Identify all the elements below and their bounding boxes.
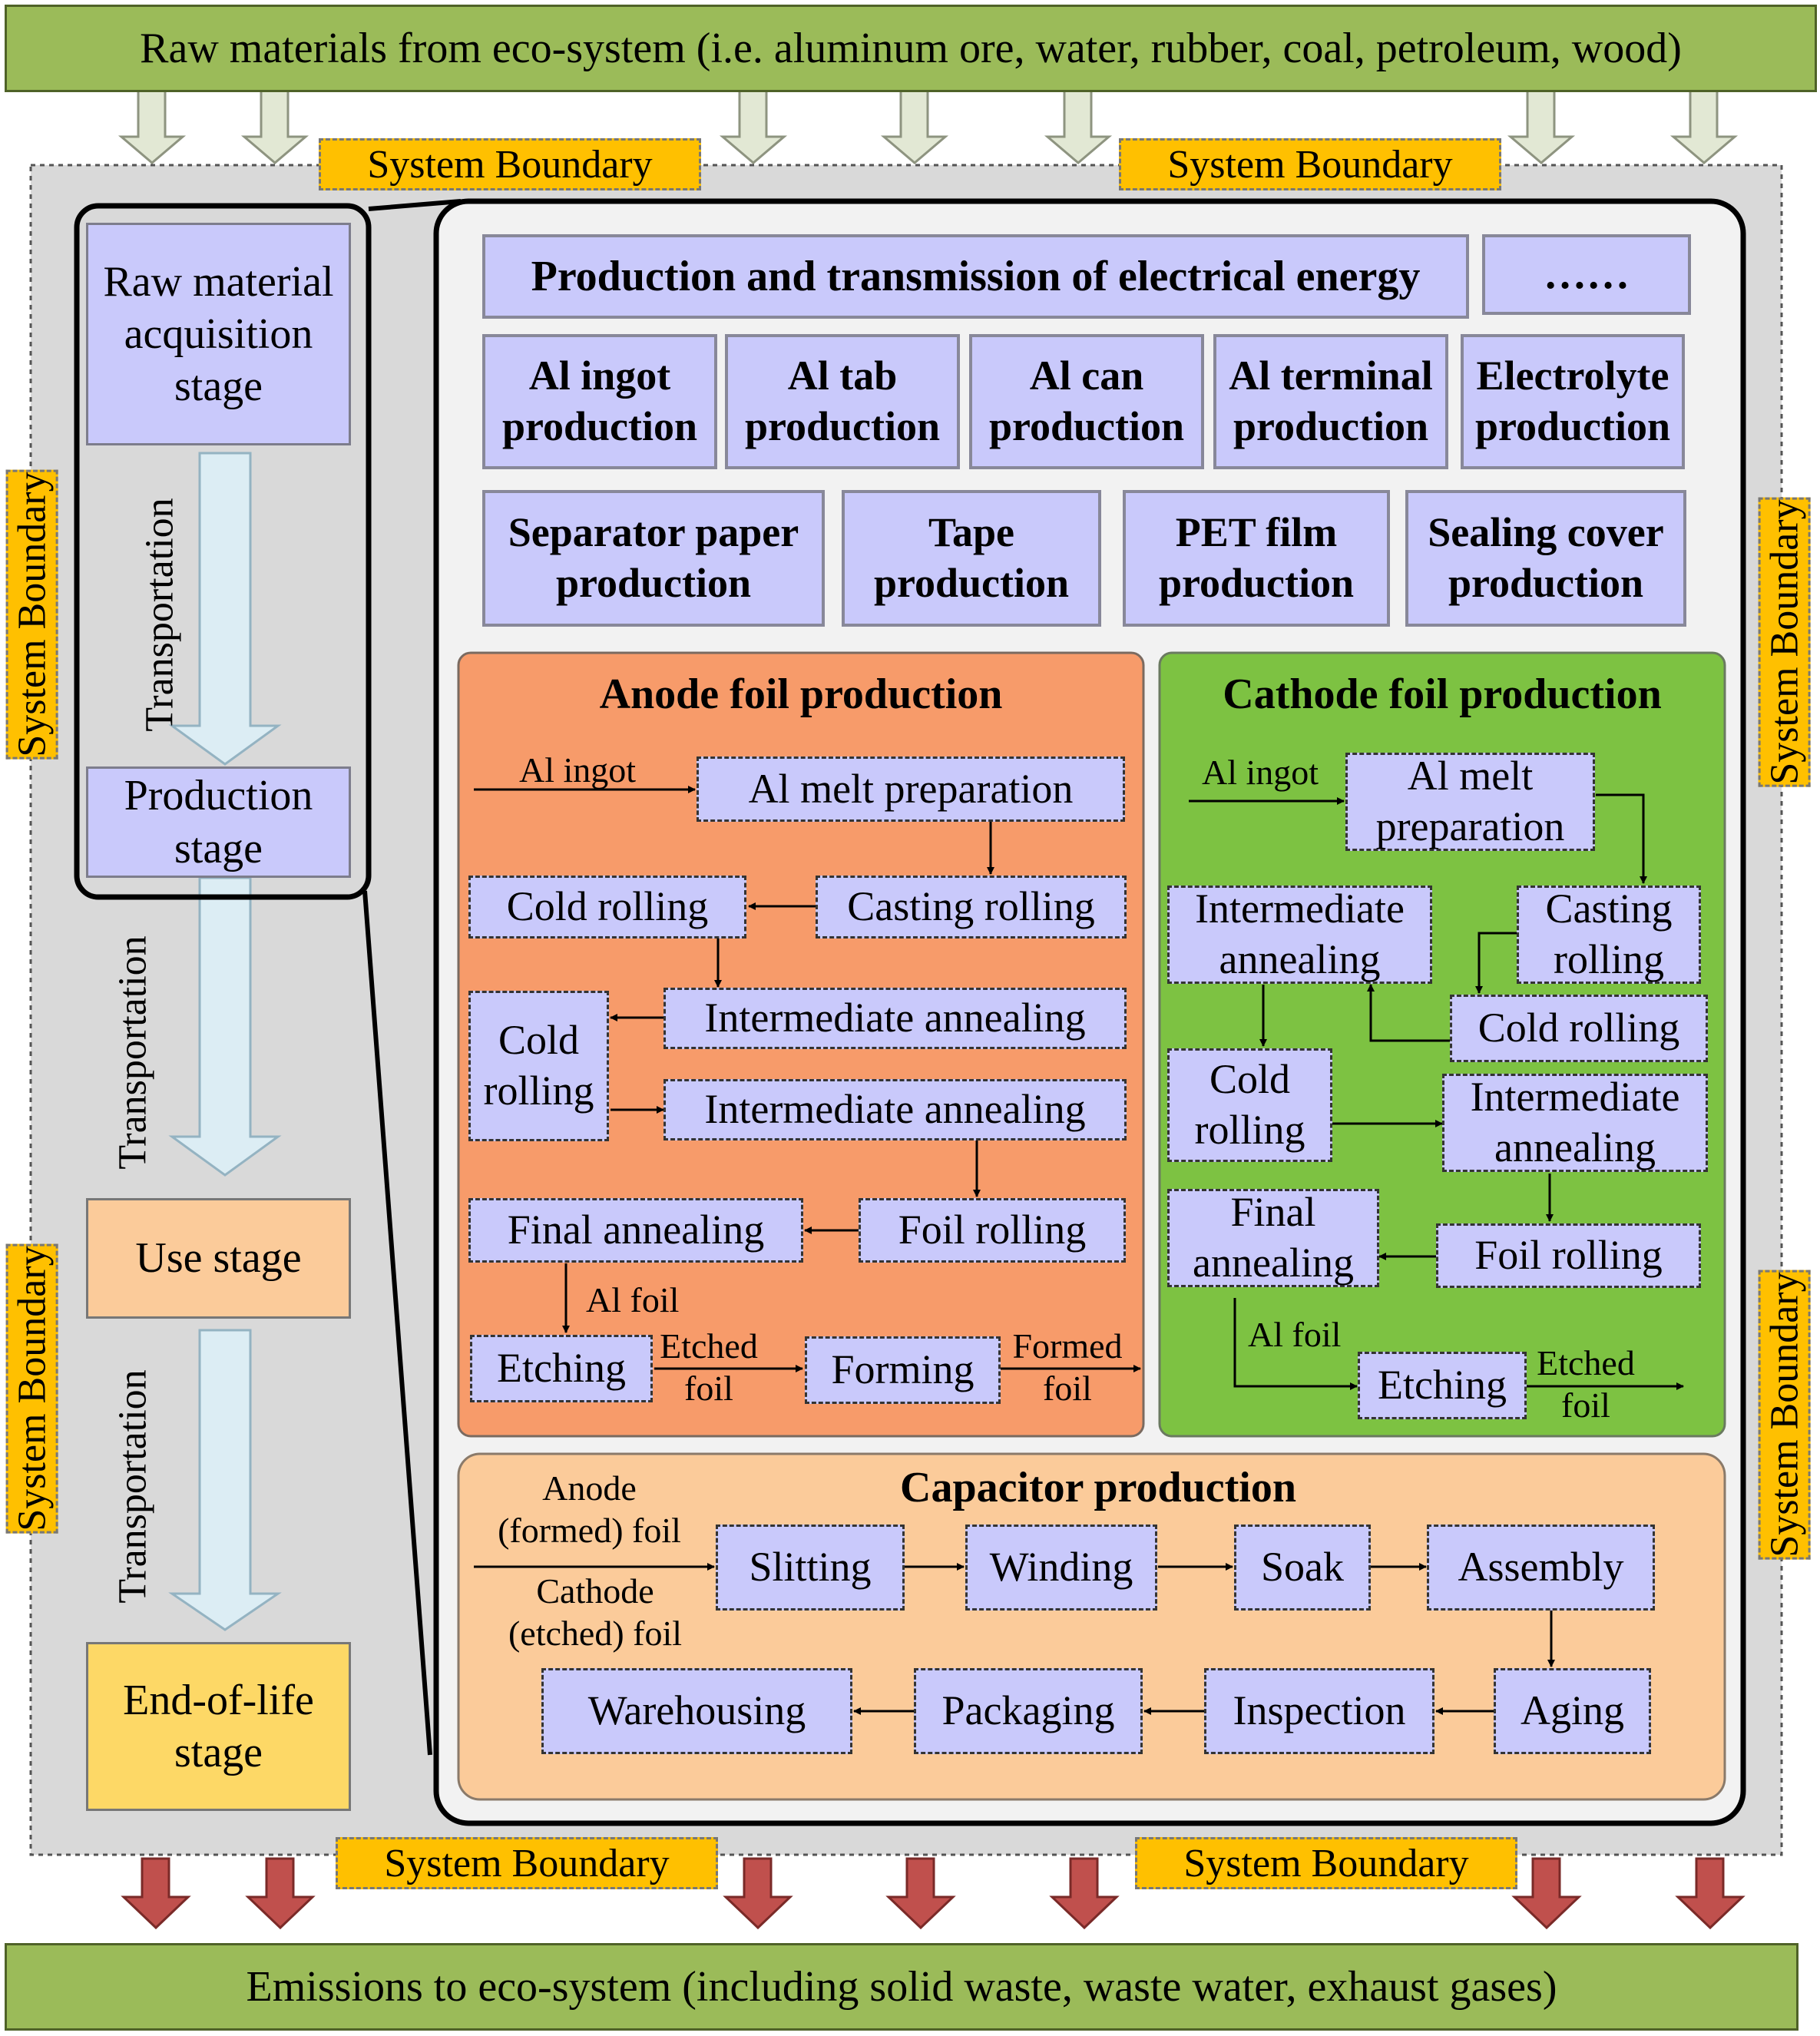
cathode-cold-rolling-2: Cold rolling xyxy=(1167,1048,1332,1162)
input-arrow xyxy=(1044,89,1113,164)
more-processes: …… xyxy=(1482,234,1691,315)
emission-arrow xyxy=(1675,1857,1746,1930)
anode-final-annealing: Final annealing xyxy=(468,1198,803,1263)
raw-material-stage: Raw material acquisition stage xyxy=(86,223,351,445)
capacitor-warehousing: Warehousing xyxy=(541,1668,852,1754)
capacitor-anode-input-label: Anode (formed) foil xyxy=(498,1468,681,1551)
cathode-casting-rolling: Casting rolling xyxy=(1517,886,1701,984)
system-boundary-tag: System Boundary xyxy=(319,138,701,190)
emission-arrow xyxy=(723,1857,793,1930)
input-arrow xyxy=(1507,89,1576,164)
transport-arrows xyxy=(168,452,282,1631)
anode-cold-rolling-1: Cold rolling xyxy=(468,876,746,939)
anode-input-label: Al ingot xyxy=(519,750,637,790)
input-arrow xyxy=(880,89,949,164)
capacitor-assembly: Assembly xyxy=(1427,1525,1655,1611)
cathode-etched-foil-label: Etched foil xyxy=(1537,1343,1635,1425)
anode-formed-foil-label: Formed foil xyxy=(1012,1326,1123,1409)
separator-paper-production: Separator paper production xyxy=(482,490,825,627)
transportation-label: Transportation xyxy=(137,497,182,732)
capacitor-packaging: Packaging xyxy=(914,1668,1143,1754)
transport-arrow xyxy=(168,1329,282,1631)
system-boundary-tag-left-upper: System Boundary xyxy=(6,422,58,806)
emission-arrows xyxy=(121,1857,1746,1930)
anode-intermediate-annealing-2: Intermediate annealing xyxy=(663,1079,1127,1140)
system-boundary-tag-right-upper: System Boundary xyxy=(1759,450,1811,834)
capacitor-slitting: Slitting xyxy=(716,1525,905,1611)
end-of-life-stage: End-of-life stage xyxy=(86,1642,351,1811)
system-boundary-tag: System Boundary xyxy=(336,1837,718,1889)
electrolyte-production: Electrolyte production xyxy=(1461,334,1685,469)
pet-film-production: PET film production xyxy=(1123,490,1390,627)
use-stage: Use stage xyxy=(86,1198,351,1319)
anode-etching: Etching xyxy=(470,1335,653,1402)
production-stage: Production stage xyxy=(86,766,351,878)
capacitor-aging: Aging xyxy=(1494,1668,1651,1754)
input-arrow xyxy=(117,89,187,164)
system-boundary-tag: System Boundary xyxy=(1119,138,1501,190)
transport-arrow xyxy=(168,876,282,1177)
cathode-input-label: Al ingot xyxy=(1202,753,1319,792)
capacitor-title: Capacitor production xyxy=(900,1464,1296,1511)
electrical-energy-production: Production and transmission of electrica… xyxy=(482,234,1469,319)
sealing-cover-production: Sealing cover production xyxy=(1405,490,1686,627)
transport-arrow xyxy=(168,452,282,766)
stage-group-frame xyxy=(74,203,372,900)
cathode-intermediate-annealing-1: Intermediate annealing xyxy=(1167,886,1432,984)
system-boundary-tag-right-lower: System Boundary xyxy=(1759,1223,1811,1607)
al-terminal-production: Al terminal production xyxy=(1213,334,1448,469)
anode-foil-rolling: Foil rolling xyxy=(859,1198,1126,1263)
system-boundary-tag: System Boundary xyxy=(1135,1837,1517,1889)
emission-arrow xyxy=(121,1857,191,1930)
emission-arrow xyxy=(1511,1857,1582,1930)
capacitor-winding: Winding xyxy=(965,1525,1157,1611)
anode-al-melt-preparation: Al melt preparation xyxy=(697,756,1125,822)
anode-etched-foil-label: Etched foil xyxy=(660,1326,758,1409)
cathode-foil-rolling: Foil rolling xyxy=(1436,1223,1701,1288)
transportation-label: Transportation xyxy=(111,935,155,1170)
input-arrow xyxy=(1669,89,1739,164)
capacitor-soak: Soak xyxy=(1234,1525,1371,1611)
al-ingot-production: Al ingot production xyxy=(482,334,717,469)
al-can-production: Al can production xyxy=(969,334,1204,469)
input-arrows xyxy=(117,89,1739,164)
cathode-al-melt-preparation: Al melt preparation xyxy=(1345,753,1595,851)
capacitor-inspection: Inspection xyxy=(1204,1668,1434,1754)
anode-cold-rolling-2: Cold rolling xyxy=(468,991,609,1141)
transportation-label: Transportation xyxy=(111,1369,155,1604)
al-tab-production: Al tab production xyxy=(725,334,960,469)
top-banner: Raw materials from eco-system (i.e. alum… xyxy=(5,5,1817,92)
anode-al-foil-label: Al foil xyxy=(586,1280,680,1319)
cathode-title: Cathode foil production xyxy=(1223,670,1662,718)
anode-casting-rolling: Casting rolling xyxy=(816,876,1127,939)
bottom-banner: Emissions to eco-system (including solid… xyxy=(5,1943,1798,2031)
input-arrow xyxy=(240,89,309,164)
emission-arrow xyxy=(1049,1857,1120,1930)
anode-intermediate-annealing-1: Intermediate annealing xyxy=(663,988,1127,1049)
capacitor-cathode-input-label: Cathode (etched) foil xyxy=(508,1571,683,1654)
cathode-final-annealing: Final annealing xyxy=(1167,1189,1379,1287)
cathode-intermediate-annealing-2: Intermediate annealing xyxy=(1442,1074,1708,1172)
cathode-cold-rolling-1: Cold rolling xyxy=(1450,995,1708,1062)
anode-title: Anode foil production xyxy=(599,670,1003,718)
cathode-al-foil-label: Al foil xyxy=(1248,1315,1342,1354)
anode-forming: Forming xyxy=(805,1336,1001,1404)
emission-arrow xyxy=(245,1857,316,1930)
system-boundary-tag-left-lower: System Boundary xyxy=(6,1197,58,1581)
input-arrow xyxy=(719,89,788,164)
emission-arrow xyxy=(885,1857,956,1930)
tape-production: Tape production xyxy=(842,490,1101,627)
cathode-etching: Etching xyxy=(1358,1352,1527,1419)
